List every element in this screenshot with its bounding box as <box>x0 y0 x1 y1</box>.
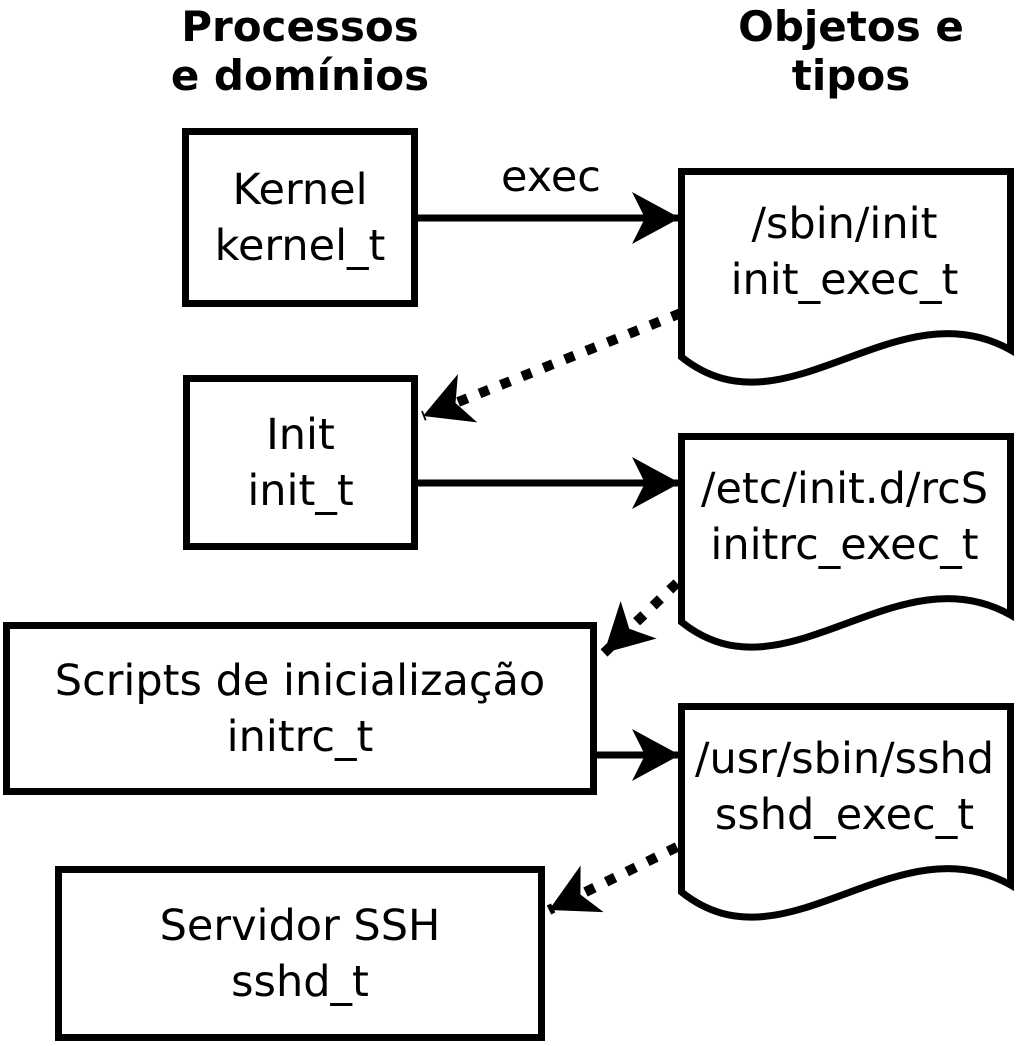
process-domain-type: sshd_t <box>231 956 369 1007</box>
document-shape-etc-initd-rcs <box>678 433 1014 651</box>
right-column-header-line2: tipos <box>791 51 911 100</box>
object-path: /etc/init.d/rcS <box>700 464 989 514</box>
process-domain-type: initrc_t <box>226 711 374 762</box>
process-box-init-scripts: Scripts de inicialização initrc_t <box>3 622 597 795</box>
process-name: Scripts de inicialização <box>54 655 546 706</box>
object-path: /usr/sbin/sshd <box>694 734 995 784</box>
process-name: Kernel <box>232 164 368 215</box>
right-column-header-line1: Objetos e <box>738 2 964 51</box>
object-path: /sbin/init <box>751 199 938 249</box>
process-box-ssh-server: Servidor SSH sshd_t <box>55 866 545 1041</box>
object-label-etc-initd-rcs: /etc/init.d/rcS initrc_exec_t <box>678 461 1011 573</box>
object-type: sshd_exec_t <box>714 790 975 840</box>
object-type: init_exec_t <box>730 255 959 305</box>
object-label-sbin-init: /sbin/init init_exec_t <box>678 196 1011 308</box>
left-column-header-line2: e domínios <box>170 51 430 100</box>
left-column-header: Processos e domínios <box>140 2 460 100</box>
exec-edge-label: exec <box>501 152 601 202</box>
process-box-kernel: Kernel kernel_t <box>182 128 418 307</box>
dotted-arrow-sbin-init-to-init <box>421 308 683 423</box>
process-domain-type: kernel_t <box>214 220 386 271</box>
right-column-header: Objetos e tipos <box>691 2 1011 100</box>
document-shape-sbin-init <box>678 168 1014 386</box>
process-name: Init <box>266 409 335 460</box>
dotted-arrow-rcs-to-initrc <box>600 579 681 657</box>
object-label-usr-sbin-sshd: /usr/sbin/sshd sshd_exec_t <box>678 731 1011 843</box>
dotted-arrow-sshd-exec-to-sshd <box>546 842 680 915</box>
process-domain-type: init_t <box>247 465 354 516</box>
object-type: initrc_exec_t <box>710 520 979 570</box>
document-shape-usr-sbin-sshd <box>678 703 1014 921</box>
process-box-init: Init init_t <box>183 375 418 550</box>
process-name: Servidor SSH <box>159 900 441 951</box>
left-column-header-line1: Processos <box>181 2 419 51</box>
